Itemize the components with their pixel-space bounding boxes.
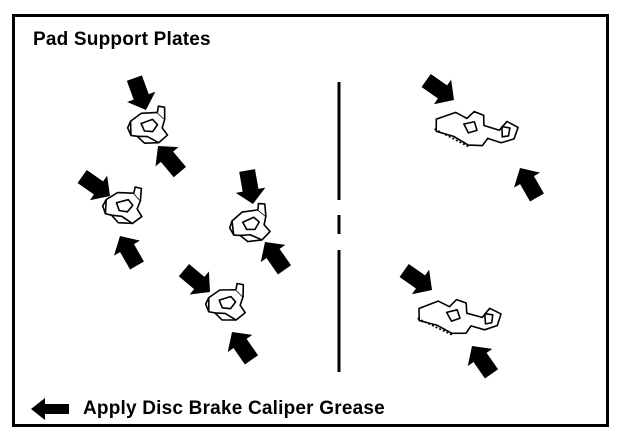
grease-arrow-2b <box>107 228 150 273</box>
grease-arrow-5b <box>507 160 550 205</box>
grease-arrow-3a <box>232 167 268 207</box>
grease-arrow-5a <box>417 68 463 113</box>
legend: Apply Disc Brake Caliper Grease <box>31 394 385 424</box>
diagram-title: Pad Support Plates <box>33 29 211 50</box>
grease-arrow-1a <box>120 72 161 116</box>
legend-label: Apply Disc Brake Caliper Grease <box>83 398 385 419</box>
pad-support-plate-4 <box>202 281 249 325</box>
black-arrow-icon <box>31 398 69 420</box>
pad-support-plate-5 <box>431 104 521 156</box>
pad-support-plate-3 <box>224 201 275 248</box>
diagram-frame <box>12 14 609 427</box>
grease-arrow-4b <box>219 323 264 369</box>
pad-support-plate-1 <box>124 104 172 149</box>
pad-support-plate-6 <box>415 293 503 343</box>
grease-arrow-6b <box>459 337 504 383</box>
grease-arrow-6a <box>395 258 441 303</box>
